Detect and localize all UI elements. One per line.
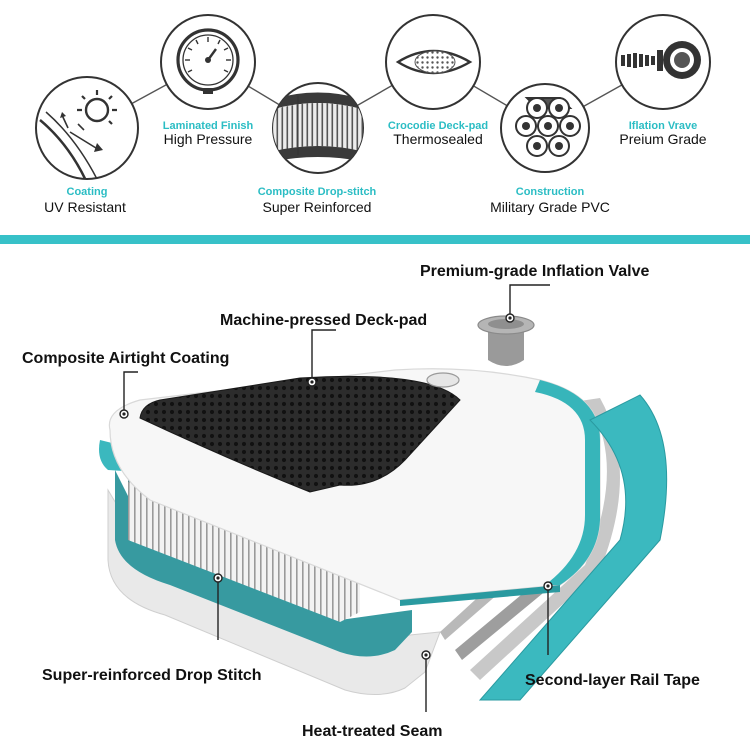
callout-dropstitch: Super-reinforced Drop Stitch [42, 667, 262, 684]
board-cutaway [99, 315, 668, 701]
callout-line-coating [123, 371, 138, 412]
callout-line-valve [509, 284, 550, 318]
sun-icon [39, 90, 117, 179]
pvc-layers-icon [515, 97, 581, 157]
feature-value-super-reinforced: Super Reinforced [263, 199, 372, 215]
feature-icon-inflation-valve [615, 14, 711, 110]
feature-title-valve: Iflation Vrave [629, 120, 697, 132]
callout-valve: Premium-grade Inflation Valve [420, 263, 650, 280]
feature-value-uv-resistant: UV Resistant [44, 199, 126, 215]
callout-coating: Composite Airtight Coating [22, 350, 229, 367]
callout-seam: Heat-treated Seam [302, 723, 443, 740]
feature-title-coating: Coating [67, 186, 108, 198]
feature-icon-pressure [160, 14, 256, 110]
feature-icon-deck-pad [385, 14, 481, 110]
pressure-gauge-icon [176, 28, 240, 94]
callout-line-deckpad [311, 329, 336, 380]
feature-icon-construction [500, 83, 590, 173]
inflation-valve [477, 315, 535, 366]
feature-value-pvc: Military Grade PVC [490, 199, 610, 215]
feature-icon-drop-stitch [272, 82, 364, 174]
feature-title-construction: Construction [516, 186, 585, 198]
section-divider [0, 235, 750, 244]
callout-railtape: Second-layer Rail Tape [525, 672, 700, 689]
feature-value-high-pressure: High Pressure [164, 131, 253, 147]
feature-title-laminated: Laminated Finish [163, 120, 254, 132]
feature-icon-uv [35, 76, 139, 180]
drop-stitch-icon [273, 92, 363, 162]
feature-value-thermosealed: Thermosealed [393, 131, 483, 147]
inflation-valve-icon [621, 41, 701, 79]
feature-title-drop-stitch: Composite Drop-stitch [258, 186, 377, 198]
deck-pad-icon [395, 49, 473, 75]
callout-deckpad: Machine-pressed Deck-pad [220, 312, 427, 329]
feature-value-preium: Preium Grade [619, 131, 706, 147]
feature-title-deck-pad: Crocodie Deck-pad [388, 120, 488, 132]
